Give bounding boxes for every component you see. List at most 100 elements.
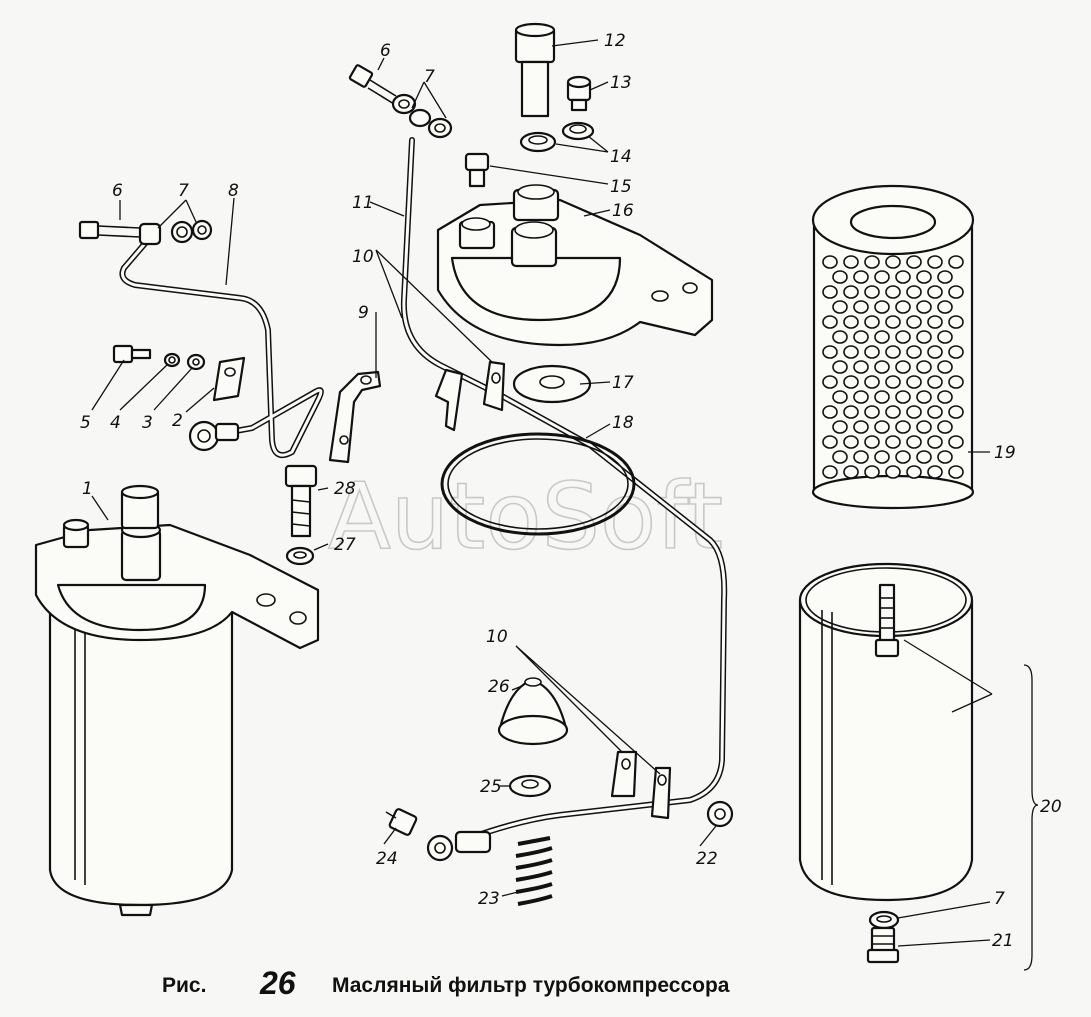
bracket-9 xyxy=(328,370,382,464)
perforation-hole xyxy=(906,315,922,329)
canister-20 xyxy=(798,562,1039,971)
perforation-hole xyxy=(864,465,880,479)
perforation-hole xyxy=(822,435,838,449)
washer-3 xyxy=(186,353,206,371)
perforation-hole xyxy=(885,255,901,269)
callout-15: 15 xyxy=(610,177,632,197)
callout-17: 17 xyxy=(612,373,634,393)
leader-lines xyxy=(91,39,993,947)
figure-title: Масляный фильтр турбокомпрессора xyxy=(332,974,730,997)
callout-10-lower: 10 xyxy=(486,627,508,647)
perforation-hole xyxy=(843,465,859,479)
callout-9: 9 xyxy=(358,303,369,323)
callout-6-top: 6 xyxy=(380,41,391,61)
plug-13 xyxy=(566,75,592,112)
washers-7-top xyxy=(391,93,453,139)
washer-25 xyxy=(508,774,552,798)
perforation-hole xyxy=(843,315,859,329)
perforation-hole xyxy=(948,345,964,359)
perforation-hole xyxy=(832,390,848,404)
perforation-hole xyxy=(853,300,869,314)
callout-26: 26 xyxy=(488,677,510,697)
perforation-hole xyxy=(822,375,838,389)
perforation-hole xyxy=(895,270,911,284)
callout-6-left: 6 xyxy=(112,181,123,201)
callout-11: 11 xyxy=(352,193,374,213)
callout-16: 16 xyxy=(612,201,634,221)
perforation-hole xyxy=(916,330,932,344)
perforation-hole xyxy=(885,345,901,359)
drain-plug-21 xyxy=(866,910,900,964)
perforation-hole xyxy=(948,405,964,419)
callout-24: 24 xyxy=(376,849,398,869)
clamps-10-upper xyxy=(434,360,506,432)
callout-7-top: 7 xyxy=(424,67,435,87)
perforation-hole xyxy=(916,420,932,434)
perforation-hole xyxy=(832,270,848,284)
perforation-hole xyxy=(853,390,869,404)
washers-7-left xyxy=(170,219,213,244)
callout-7-bottom: 7 xyxy=(994,889,1005,909)
callout-12: 12 xyxy=(604,31,626,51)
perforation-hole xyxy=(937,420,953,434)
callout-14: 14 xyxy=(610,147,632,167)
perforation-hole xyxy=(906,435,922,449)
filter-element-19 xyxy=(811,184,975,510)
perforation-hole xyxy=(822,345,838,359)
perforation-hole xyxy=(927,435,943,449)
callout-20: 20 xyxy=(1040,797,1062,817)
callout-25: 25 xyxy=(480,777,502,797)
perforation-hole xyxy=(916,390,932,404)
clamps-10-lower xyxy=(610,750,672,820)
callout-13: 13 xyxy=(610,73,632,93)
filter-perforation xyxy=(822,255,964,479)
perforation-hole xyxy=(874,450,890,464)
perforation-hole xyxy=(948,255,964,269)
pipe-8 xyxy=(119,237,324,458)
fitting-6-left xyxy=(78,220,162,246)
perforation-hole xyxy=(832,300,848,314)
perforation-hole xyxy=(895,450,911,464)
fitting-6-top xyxy=(348,64,397,105)
perforation-hole xyxy=(927,285,943,299)
washers-14 xyxy=(519,121,595,153)
spring-23 xyxy=(515,836,553,906)
perforation-hole xyxy=(822,405,838,419)
perforation-hole xyxy=(822,255,838,269)
perforation-hole xyxy=(895,300,911,314)
perforation-hole xyxy=(864,435,880,449)
perforation-hole xyxy=(927,345,943,359)
figure-number: 26 xyxy=(260,965,296,1001)
callout-27: 27 xyxy=(334,535,356,555)
perforation-hole xyxy=(874,300,890,314)
callout-10-upper: 10 xyxy=(352,247,374,267)
perforation-hole xyxy=(895,420,911,434)
assembled-filter xyxy=(34,484,320,917)
banjo-fitting-left xyxy=(188,420,240,452)
pipe-11 xyxy=(400,137,728,841)
perforation-hole xyxy=(832,330,848,344)
perforation-hole xyxy=(822,285,838,299)
perforation-hole xyxy=(843,285,859,299)
perforation-hole xyxy=(927,315,943,329)
callout-3: 3 xyxy=(142,413,153,433)
perforation-hole xyxy=(832,360,848,374)
perforation-hole xyxy=(916,300,932,314)
perforation-hole xyxy=(885,315,901,329)
perforation-hole xyxy=(948,465,964,479)
fitting-24 xyxy=(385,808,418,836)
perforation-hole xyxy=(843,435,859,449)
perforation-hole xyxy=(927,375,943,389)
bolt-15 xyxy=(464,152,490,188)
perforation-hole xyxy=(864,255,880,269)
figure-caption: Рис. 26 Масляный фильтр турбокомпрессора xyxy=(162,964,862,1008)
washer-27 xyxy=(285,546,315,566)
filter-head xyxy=(436,184,714,347)
perforation-hole xyxy=(937,450,953,464)
perforation-hole xyxy=(874,390,890,404)
perforation-hole xyxy=(822,315,838,329)
perforation-hole xyxy=(906,255,922,269)
perforation-hole xyxy=(874,360,890,374)
bolt-28 xyxy=(284,464,318,538)
